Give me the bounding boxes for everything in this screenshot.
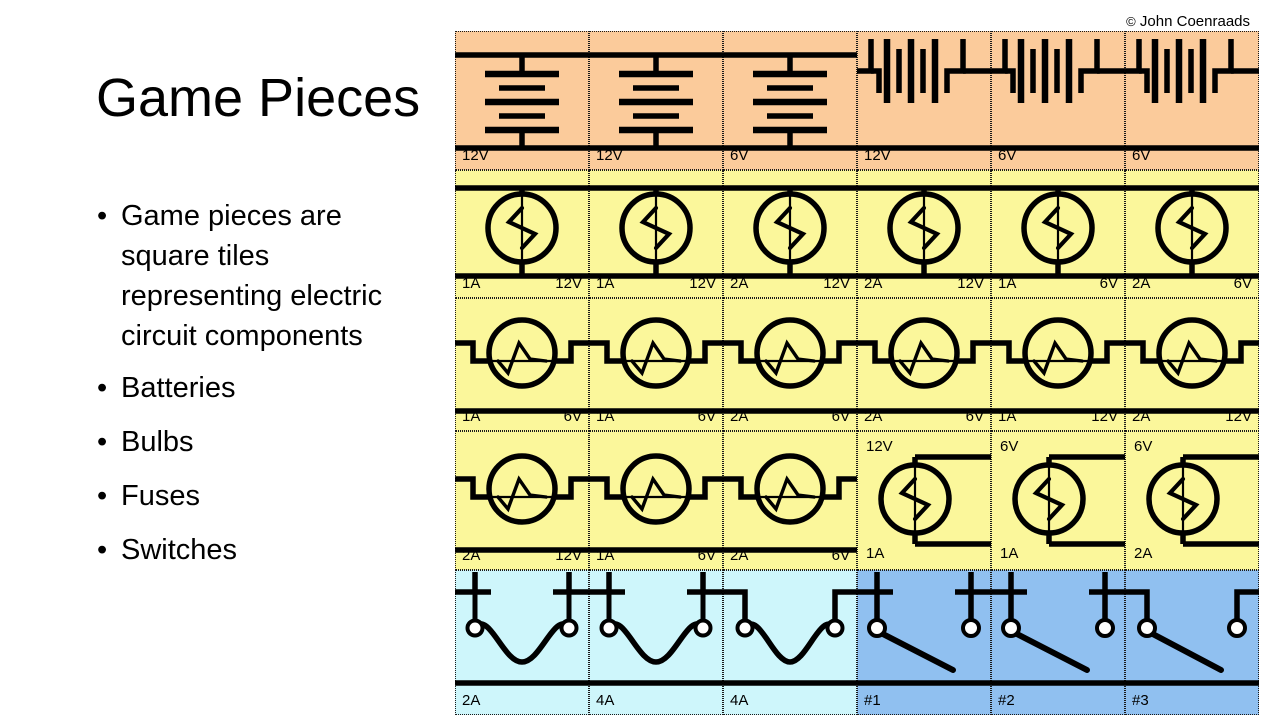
bulb-vertical-icon	[455, 185, 589, 279]
list-item: • Game pieces are square tiles represent…	[95, 196, 435, 356]
fuse-icon	[589, 572, 723, 686]
bulb-horizontal-icon	[455, 453, 589, 553]
game-tile-battery-horizontal[interactable]: 12V	[857, 31, 991, 170]
game-tile-battery-vertical[interactable]: 12V	[589, 31, 723, 170]
bulb-horizontal-icon	[589, 453, 723, 553]
bulb-vertical-icon	[991, 185, 1125, 279]
battery-horizontal-icon	[991, 39, 1125, 151]
list-item: • Switches	[95, 530, 435, 570]
bulb-horizontal-icon	[455, 317, 589, 414]
bullet-list: • Game pieces are square tiles represent…	[95, 196, 435, 584]
list-item-label: Bulbs	[121, 426, 194, 458]
list-item: • Fuses	[95, 476, 435, 516]
bulb-horizontal-icon	[723, 453, 857, 553]
game-tile-fuse[interactable]: 4A	[589, 570, 723, 715]
game-tile-battery-vertical[interactable]: 12V	[455, 31, 589, 170]
list-item-label: Fuses	[121, 480, 200, 512]
bulb-horizontal-icon	[857, 317, 991, 414]
game-tile-battery-vertical[interactable]: 6V	[723, 31, 857, 170]
battery-vertical-icon	[589, 52, 723, 151]
bullet-marker-icon: •	[97, 534, 108, 566]
bulb-horizontal-icon	[991, 317, 1125, 414]
bulb-horizontal-icon	[589, 317, 723, 414]
battery-vertical-icon	[723, 52, 857, 151]
copyright-icon: ©	[1126, 14, 1136, 29]
bullet-marker-icon: •	[97, 200, 108, 232]
list-item-label: Batteries	[121, 372, 236, 404]
game-tile-fuse-step[interactable]: 4A	[723, 570, 857, 715]
list-item-label: Switches	[121, 534, 238, 566]
bulb-horizontal-icon	[723, 317, 857, 414]
list-item: • Batteries	[95, 368, 435, 408]
slide-text-panel: Game Pieces • Game pieces are square til…	[0, 0, 452, 720]
copyright-notice: © John Coenraads	[1126, 13, 1250, 30]
game-tile-switch-step[interactable]: #3	[1125, 570, 1259, 715]
game-tile-battery-horizontal[interactable]: 6V	[1125, 31, 1259, 170]
game-tile-switch[interactable]: #2	[991, 570, 1125, 715]
list-item: • Bulbs	[95, 422, 435, 462]
copyright-name: John Coenraads	[1139, 13, 1250, 30]
battery-horizontal-icon	[857, 39, 991, 151]
bulb-vertical-icon	[1125, 185, 1259, 279]
bulb-corner-icon	[1012, 454, 1125, 547]
battery-horizontal-icon	[1125, 39, 1259, 151]
bulb-corner-icon	[1146, 454, 1259, 547]
fuse-step-icon	[723, 589, 857, 686]
game-tile-battery-horizontal[interactable]: 6V	[991, 31, 1125, 170]
switch-icon	[991, 572, 1125, 686]
list-item-label: Game pieces are square tiles representin…	[121, 200, 383, 352]
switch-step-icon	[1125, 589, 1259, 686]
bullet-marker-icon: •	[97, 426, 108, 458]
bulb-vertical-icon	[723, 185, 857, 279]
page-title: Game Pieces	[96, 68, 421, 128]
battery-vertical-icon	[455, 52, 589, 151]
bullet-marker-icon: •	[97, 480, 108, 512]
game-tile-switch[interactable]: #1	[857, 570, 991, 715]
bulb-vertical-icon	[589, 185, 723, 279]
bullet-marker-icon: •	[97, 372, 108, 404]
switch-icon	[857, 572, 991, 686]
bulb-corner-icon	[878, 454, 991, 547]
fuse-icon	[455, 572, 589, 686]
bulb-vertical-icon	[857, 185, 991, 279]
bulb-horizontal-icon	[1125, 317, 1259, 414]
game-tile-fuse[interactable]: 2A	[455, 570, 589, 715]
